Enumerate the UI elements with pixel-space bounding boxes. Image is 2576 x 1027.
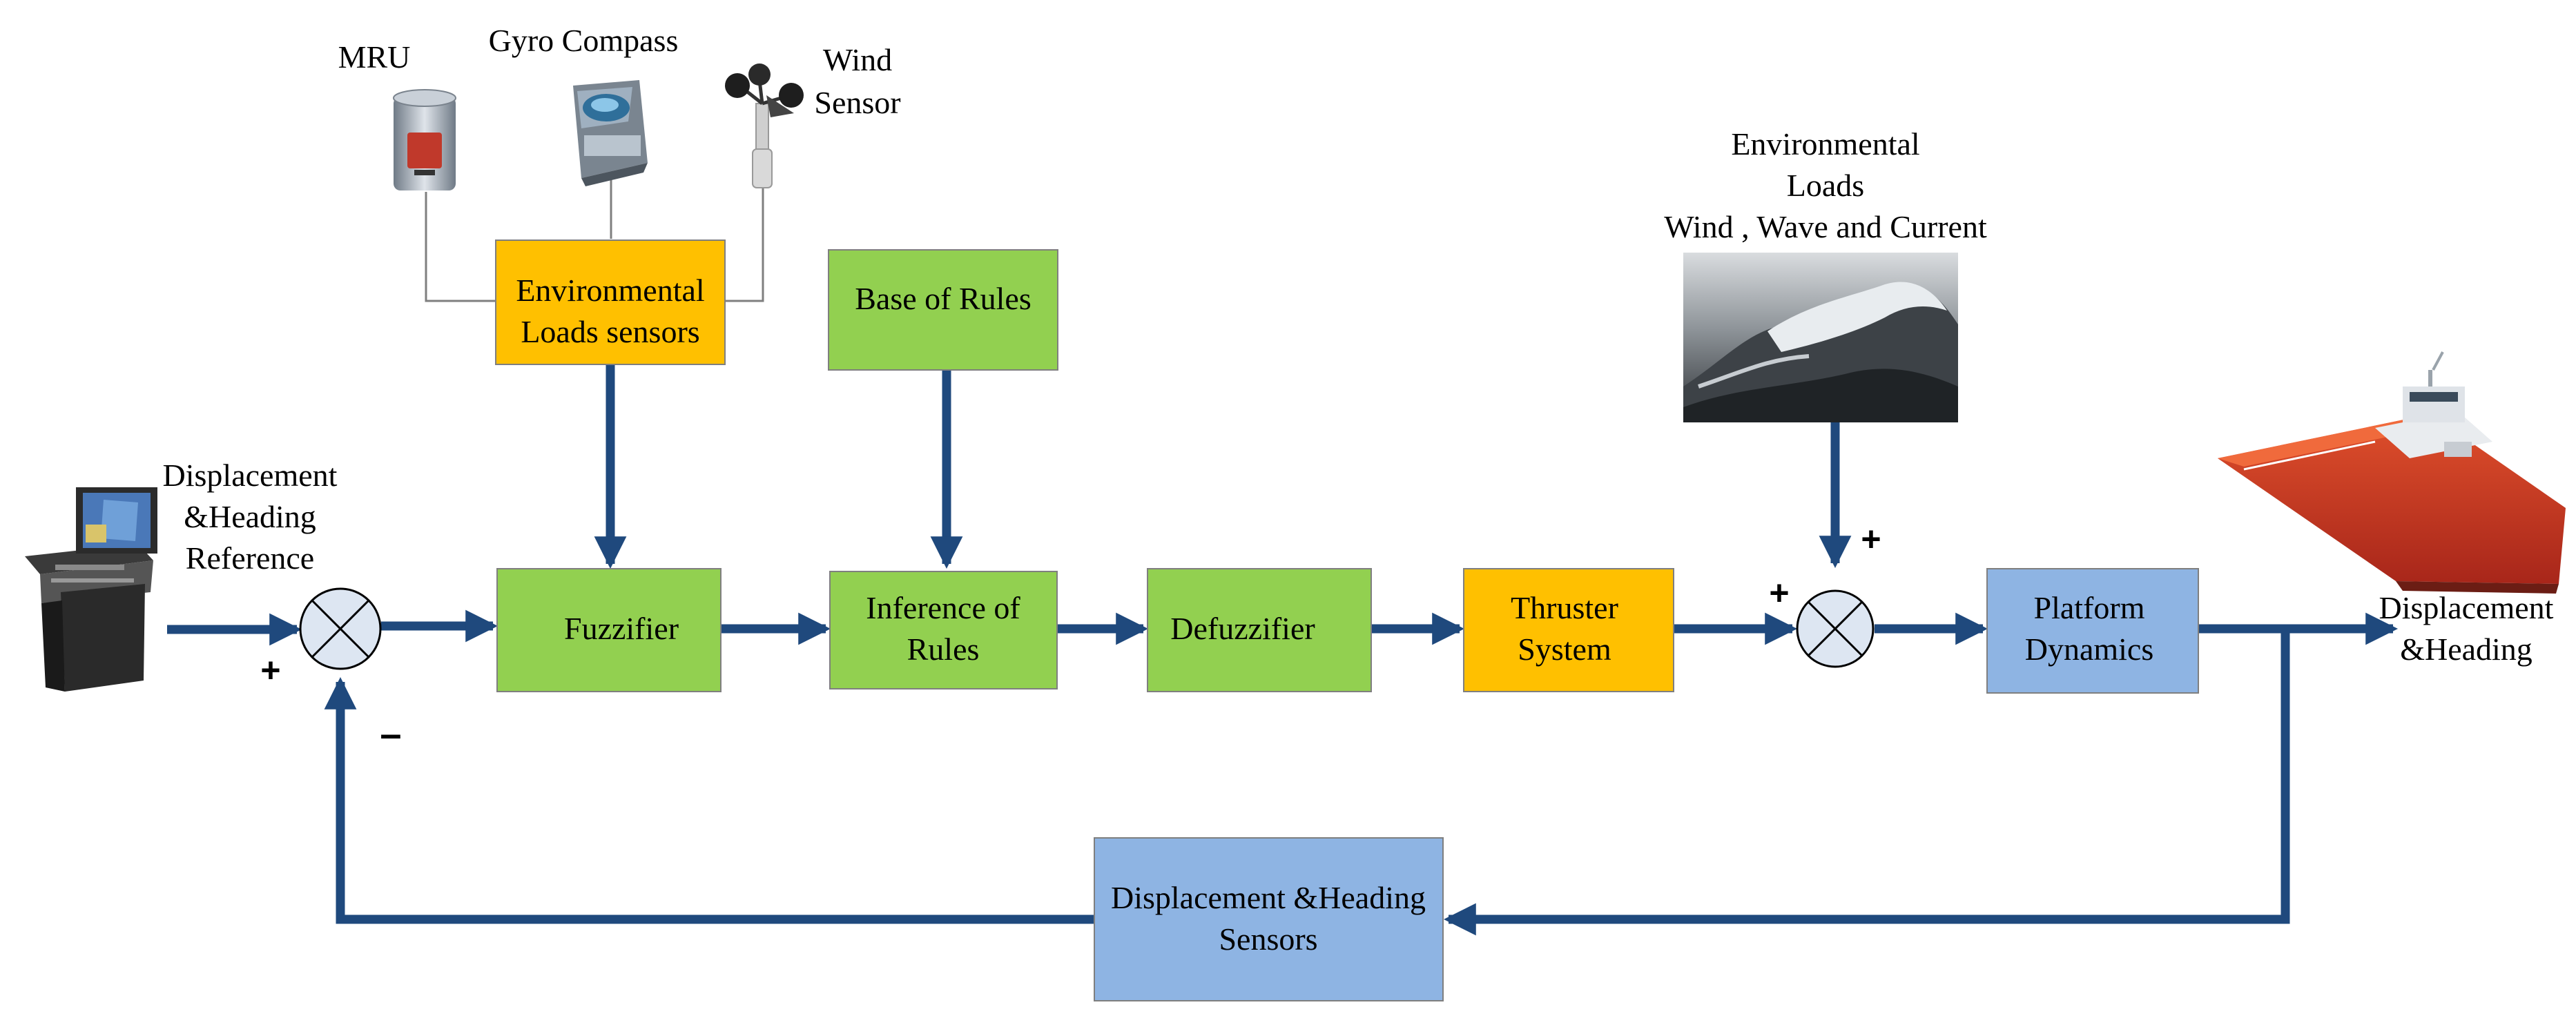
env-sensors-block: Environmental Loads sensors	[495, 239, 726, 365]
wave-photo	[1683, 253, 1958, 422]
wind-sensor-label-1: Wind	[823, 42, 892, 77]
platform-dynamics-block: Platform Dynamics	[1986, 568, 2199, 694]
output-label-2: &Heading	[2400, 632, 2533, 667]
feedback-sensors-label-1: Displacement &Heading	[1111, 880, 1426, 915]
ship-icon	[2218, 351, 2566, 594]
wind-sensor-label-2: Sensor	[814, 85, 900, 120]
defuzzifier-block: Defuzzifier	[1147, 568, 1372, 692]
gyro-compass-label: Gyro Compass	[489, 23, 679, 58]
mru-label: MRU	[338, 39, 411, 75]
inference-label-2: Rules	[907, 632, 980, 667]
inference-label-1: Inference of	[866, 590, 1020, 625]
base-of-rules-block: Base of Rules	[828, 249, 1058, 371]
mru-sensor-icon	[393, 89, 456, 190]
sum2-plus-top-sign: +	[1861, 520, 1881, 558]
thruster-block: Thruster System	[1463, 568, 1674, 692]
feedback-to-sum1-arrow	[324, 676, 1094, 924]
output-label-1: Displacement	[2379, 590, 2554, 625]
platform-label-2: Dynamics	[2025, 632, 2154, 667]
env-loads-label-3: Wind , Wave and Current	[1664, 209, 1987, 244]
console-icon	[25, 487, 157, 692]
anemometer-icon	[725, 63, 804, 188]
reference-label-1: Displacement	[163, 458, 338, 493]
fuzzifier-block: Fuzzifier	[496, 568, 722, 692]
env-loads-label-2: Loads	[1787, 168, 1864, 203]
sum1-plus-sign: +	[260, 651, 280, 689]
inference-block: Inference of Rules	[829, 571, 1058, 689]
signal-lines	[167, 361, 2399, 936]
env-loads-label-1: Environmental	[1731, 126, 1919, 162]
sensor-wiring	[425, 178, 764, 302]
env-sensors-label-1: Environmental	[516, 273, 704, 308]
sum1-minus-sign: –	[380, 712, 401, 755]
feedback-arrow	[1443, 629, 2290, 936]
gyro-compass-icon	[573, 80, 648, 186]
mru-wire	[425, 192, 496, 302]
wind-wire	[725, 185, 764, 302]
platform-label-1: Platform	[2034, 590, 2145, 625]
feedback-sensors-block: Displacement &Heading Sensors	[1094, 837, 1444, 1001]
reference-label-3: Reference	[186, 540, 314, 576]
thruster-label-2: System	[1518, 632, 1611, 667]
summing-junction-2	[1796, 589, 1875, 668]
env-sensors-label-2: Loads sensors	[521, 314, 699, 349]
summing-junction-1	[299, 587, 382, 670]
defuzzifier-label: Defuzzifier	[1170, 611, 1315, 646]
reference-label-2: &Heading	[184, 499, 316, 534]
feedback-sensors-label-2: Sensors	[1219, 921, 1317, 957]
sum2-plus-left-sign: +	[1769, 574, 1789, 612]
thruster-label-1: Thruster	[1511, 590, 1618, 625]
fuzzifier-label: Fuzzifier	[564, 611, 679, 646]
base-of-rules-label: Base of Rules	[855, 281, 1032, 316]
